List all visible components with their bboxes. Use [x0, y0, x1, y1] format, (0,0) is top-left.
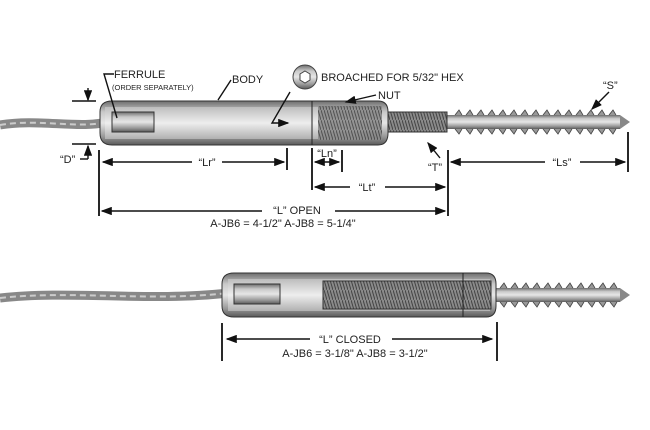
- lt-label: “Lt”: [359, 182, 376, 194]
- screw-thread: [576, 282, 585, 308]
- screw-thread: [521, 282, 530, 308]
- screw-thread: [609, 282, 618, 308]
- ferrule-note: (ORDER SEPARATELY): [112, 83, 194, 92]
- d-label: “D”: [60, 154, 76, 166]
- screw-thread: [532, 282, 541, 308]
- screw-thread: [542, 109, 551, 135]
- ls-label: “Ls”: [553, 157, 572, 169]
- screw-thread: [509, 109, 518, 135]
- lag-screw: [445, 109, 630, 135]
- screw-thread: [520, 109, 529, 135]
- nut-label: NUT: [378, 90, 401, 102]
- screw-thread: [498, 109, 507, 135]
- screw-thread: [553, 109, 562, 135]
- screw-thread: [586, 109, 595, 135]
- screw-thread: [531, 109, 540, 135]
- closed-assembly: “L” CLOSED A-JB6 = 3-1/8" A-JB8 = 3-1/2": [0, 272, 630, 361]
- screw-thread: [554, 282, 563, 308]
- screw-thread: [565, 282, 574, 308]
- screw-thread: [543, 282, 552, 308]
- ferrule-label: FERRULE: [114, 69, 165, 81]
- screw-thread: [465, 109, 474, 135]
- l-closed-values: A-JB6 = 3-1/8" A-JB8 = 3-1/2": [282, 348, 427, 360]
- labels-top: FERRULE (ORDER SEPARATELY) BODY BROACHED…: [60, 64, 629, 230]
- t-label: “T”: [428, 162, 442, 174]
- hex-icon: [292, 64, 318, 90]
- ferrule: [111, 111, 155, 133]
- screw-thread: [510, 282, 519, 308]
- screw-thread: [597, 109, 606, 135]
- screw-thread: [476, 109, 485, 135]
- broached-label: BROACHED FOR 5/32" HEX: [321, 72, 464, 84]
- screw-thread: [454, 109, 463, 135]
- open-assembly: [0, 100, 630, 146]
- ln-label: “Ln”: [317, 148, 337, 160]
- l-open-label: “L” OPEN: [273, 205, 321, 217]
- screw-thread: [587, 282, 596, 308]
- screw-thread: [608, 109, 617, 135]
- screw-thread: [487, 109, 496, 135]
- screw-thread: [598, 282, 607, 308]
- screw-thread: [564, 109, 573, 135]
- body-label: BODY: [232, 74, 264, 86]
- screw-thread: [575, 109, 584, 135]
- lr-label: “Lr”: [198, 157, 215, 169]
- screw-thread: [499, 282, 508, 308]
- l-closed-label: “L” CLOSED: [319, 334, 381, 346]
- s-label: “S”: [603, 80, 618, 92]
- l-open-values: A-JB6 = 4-1/2" A-JB8 = 5-1/4": [210, 218, 355, 230]
